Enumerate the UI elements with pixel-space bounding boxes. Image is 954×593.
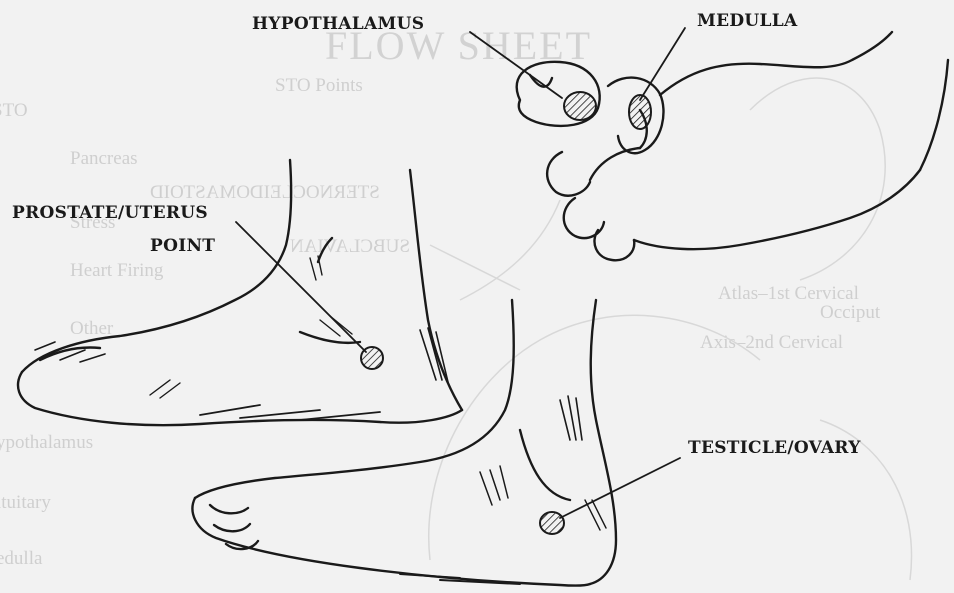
bottom-foot-sole [193,498,590,586]
middle-foot-top [22,160,291,372]
bottom-toe-1 [210,505,248,513]
toe-3 [547,152,590,196]
bottom-foot-top [195,300,514,498]
bottom-foot-heel [590,300,616,584]
foot-top-edge [660,32,892,95]
testicle-ovary-label: TESTICLE/OVARY [688,438,861,458]
bottom-foot [193,300,616,586]
middle-foot-back [410,170,462,410]
point-label: POINT [150,236,215,256]
prostate-uterus-point [361,347,383,369]
hypothalamus-label: HYPOTHALAMUS [252,14,424,34]
toe-5 [594,230,634,260]
hypothalamus-point [564,92,596,120]
bottom-foot-ankle [520,430,570,500]
testicle-ovary-leader [560,458,680,518]
medulla-leader [640,28,685,100]
middle-foot-inner-ankle [318,238,332,262]
medulla-point [629,95,651,129]
prostate-uterus-label: PROSTATE/UTERUS [12,203,208,223]
middle-foot [18,160,462,425]
testicle-ovary-point [540,512,564,534]
bottom-toe-2 [214,524,250,531]
bleed-artwork [429,78,912,580]
heel-curve [920,60,948,170]
medulla-label: MEDULLA [697,11,798,31]
